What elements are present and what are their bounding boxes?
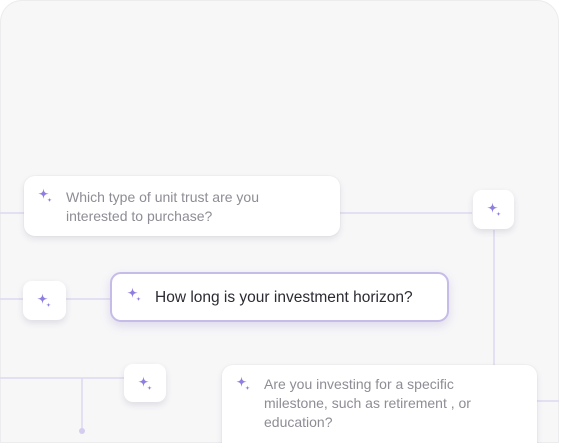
sparkle-icon: [37, 293, 51, 308]
question-line: interested to purchase?: [66, 208, 213, 224]
sparkle-node-left[interactable]: [23, 281, 66, 320]
question-text: How long is your investment horizon?: [155, 289, 413, 306]
connector-node: [79, 428, 85, 434]
question-text: Which type of unit trust are you interes…: [66, 188, 326, 226]
question-card-investment-horizon[interactable]: How long is your investment horizon?: [110, 272, 449, 322]
question-line: milestone, such as retirement , or: [264, 395, 471, 411]
question-line: Which type of unit trust are you: [66, 189, 259, 205]
sparkle-icon: [138, 376, 152, 391]
question-card-milestone[interactable]: Are you investing for a specific milesto…: [222, 365, 537, 443]
sparkle-icon: [487, 202, 501, 217]
sparkle-icon: [236, 376, 250, 391]
question-card-unit-trust-type[interactable]: Which type of unit trust are you interes…: [24, 176, 340, 236]
sparkle-icon: [127, 287, 141, 302]
question-line: Are you investing for a specific: [264, 376, 454, 392]
sparkle-icon: [38, 188, 52, 203]
question-text: Are you investing for a specific milesto…: [264, 375, 529, 432]
question-line: education?: [264, 414, 333, 430]
sparkle-node-bottom[interactable]: [124, 364, 166, 402]
sparkle-node-right[interactable]: [473, 190, 514, 229]
